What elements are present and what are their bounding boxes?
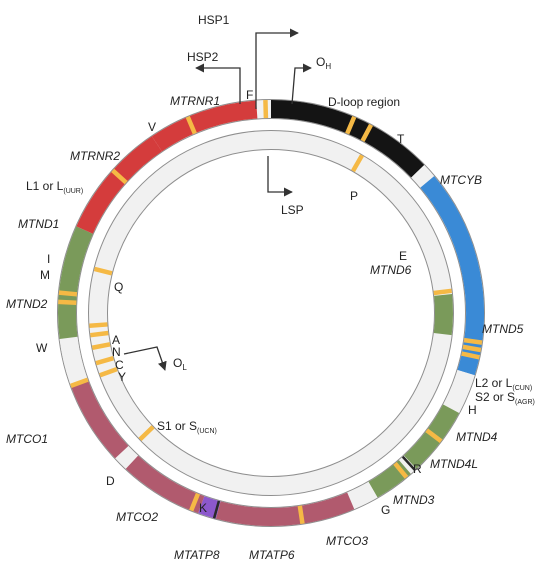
trna-mark-outer bbox=[58, 299, 77, 306]
hsp2-arrow bbox=[195, 63, 241, 104]
gene-mtatp6-label: MTATP6 bbox=[249, 548, 295, 562]
hsp1-label: HSP1 bbox=[198, 13, 230, 27]
trna-marks bbox=[58, 100, 483, 524]
outer-segment-rrna bbox=[76, 136, 163, 234]
inner-segment-nd bbox=[433, 293, 453, 336]
gene-mtco1-label: MTCO1 bbox=[6, 432, 48, 446]
trna-q-label: Q bbox=[114, 280, 123, 294]
lsp-label: LSP bbox=[281, 203, 304, 217]
trna-k-label: K bbox=[199, 501, 207, 515]
trna-c-label: C bbox=[115, 358, 124, 372]
trna-mark-outer bbox=[297, 505, 305, 524]
gene-mtnd4-label: MTND4 bbox=[456, 430, 498, 444]
gene-mtcyb-label: MTCYB bbox=[440, 173, 482, 187]
outer-segment-noncoding bbox=[411, 165, 435, 188]
outer-segment-noncoding bbox=[347, 481, 378, 510]
trna-mark-inner bbox=[351, 154, 364, 173]
gene-boundary-mark bbox=[401, 455, 416, 471]
trna-e-label: E bbox=[399, 249, 407, 263]
trna-a-label: A bbox=[112, 333, 120, 347]
trna-h-label: H bbox=[468, 403, 477, 417]
outer-segment-noncoding bbox=[398, 455, 417, 474]
outer-segment-atp bbox=[198, 496, 221, 519]
dloop-label: D-loop region bbox=[328, 95, 400, 109]
ol-arrow bbox=[123, 346, 167, 371]
promoter-arrows bbox=[123, 28, 312, 371]
trna-mark-outer bbox=[189, 492, 201, 512]
trna-mark-outer bbox=[185, 116, 197, 135]
trna-g-label: G bbox=[381, 503, 390, 517]
gene-mtnd1-label: MTND1 bbox=[18, 217, 59, 231]
trna-mark-inner bbox=[89, 322, 108, 328]
trna-i-label: I bbox=[47, 252, 50, 266]
trna-mark-inner bbox=[99, 366, 118, 378]
trna-mark-outer bbox=[345, 116, 357, 135]
trna-r-label: R bbox=[413, 462, 422, 476]
trna-d-label: D bbox=[106, 474, 115, 488]
trna-mark-inner bbox=[433, 288, 452, 296]
gene-mtnd2-label: MTND2 bbox=[6, 297, 48, 311]
oh-arrow bbox=[291, 63, 312, 105]
trna-v-label: V bbox=[148, 120, 156, 134]
trna-f-label: F bbox=[246, 88, 253, 102]
gene-mtatp8-label: MTATP8 bbox=[174, 548, 220, 562]
trna-m-label: M bbox=[40, 268, 50, 282]
trna-mark-outer bbox=[70, 377, 89, 388]
gene-mtco2-label: MTCO2 bbox=[116, 510, 158, 524]
trna-l2-label: L2 or L(CUN) bbox=[475, 376, 532, 392]
gene-mtrnr1-label: MTRNR1 bbox=[170, 94, 220, 108]
gene-mtnd6-label: MTND6 bbox=[370, 263, 412, 277]
trna-mark-inner bbox=[95, 356, 114, 366]
gene-mtco3-label: MTCO3 bbox=[326, 534, 368, 548]
trna-mark-outer bbox=[393, 462, 409, 479]
trna-mark-outer bbox=[461, 351, 480, 360]
trna-t-label: T bbox=[397, 132, 405, 146]
trna-s1-label: S1 or S(UCN) bbox=[157, 419, 217, 435]
trna-mark-inner bbox=[93, 266, 113, 276]
trna-mark-inner bbox=[138, 425, 155, 442]
trna-mark-outer bbox=[111, 168, 128, 185]
lsp-arrow bbox=[267, 156, 293, 197]
outer-segment-noncoding bbox=[443, 369, 475, 413]
gene-segments bbox=[58, 100, 484, 526]
ol-label: OL bbox=[173, 356, 187, 372]
trna-y-label: Y bbox=[118, 370, 126, 384]
trna-l1-label: L1 or L(UUR) bbox=[26, 179, 83, 195]
outer-segment-co bbox=[215, 492, 355, 526]
trna-mark-outer bbox=[360, 123, 373, 142]
trna-mark-inner bbox=[90, 330, 109, 338]
outer-segment-noncoding bbox=[115, 445, 139, 469]
trna-mark-outer bbox=[425, 428, 443, 443]
outer-segment-co bbox=[70, 379, 129, 459]
trna-mark-outer bbox=[58, 290, 78, 297]
outer-segment-noncoding bbox=[59, 336, 88, 386]
trna-w-label: W bbox=[36, 341, 48, 355]
outer-segment-rrna bbox=[151, 100, 258, 152]
trna-mark-outer bbox=[462, 344, 482, 353]
gene-boundary-mark bbox=[212, 500, 221, 519]
trna-mark-inner bbox=[91, 342, 111, 350]
gene-mtnd3-label: MTND3 bbox=[393, 493, 435, 507]
gene-mtrnr2-label: MTRNR2 bbox=[70, 149, 120, 163]
trna-mark-outer bbox=[463, 337, 483, 345]
hsp1-arrow bbox=[255, 28, 299, 109]
trna-p-label: P bbox=[350, 189, 358, 203]
hsp2-label: HSP2 bbox=[187, 50, 219, 64]
gene-mtnd5-label: MTND5 bbox=[482, 322, 524, 336]
trna-s2-label: S2 or S(AGR) bbox=[475, 390, 535, 406]
outer-segment-nd bbox=[368, 460, 411, 498]
trna-n-label: N bbox=[112, 345, 121, 359]
outer-segment-nd bbox=[58, 226, 93, 339]
oh-label: OH bbox=[316, 55, 331, 71]
gene-mtnd4l-label: MTND4L bbox=[430, 457, 478, 471]
